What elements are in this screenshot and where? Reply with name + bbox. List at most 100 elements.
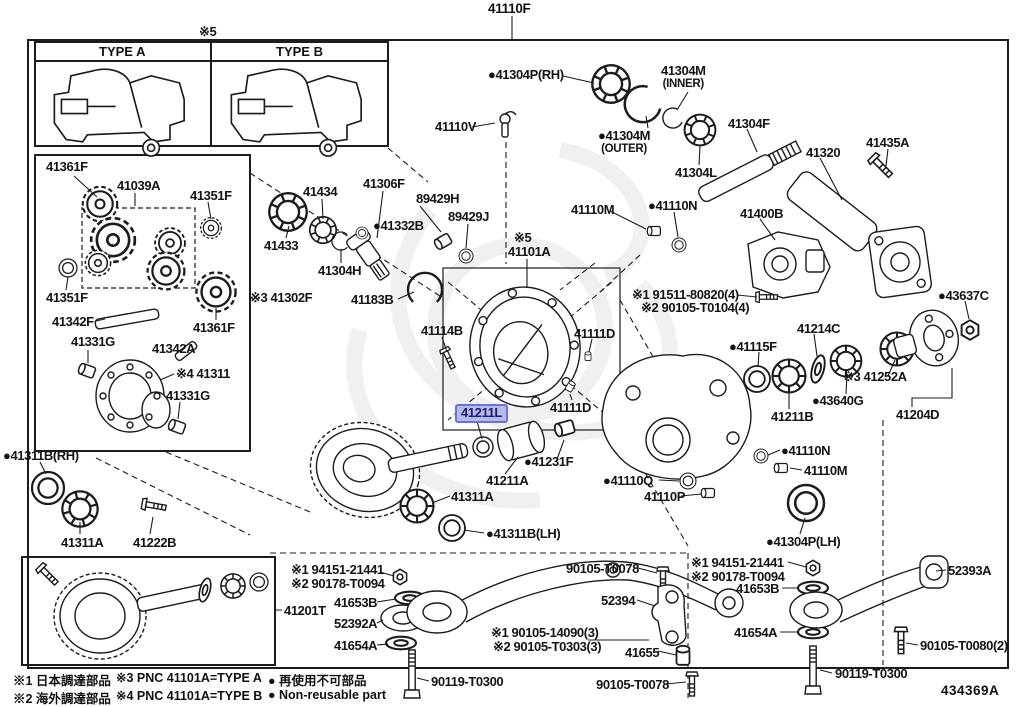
flange-stack (743, 309, 980, 394)
part-label: ※3 41252A (843, 369, 907, 384)
part-label: 89429H (416, 191, 460, 206)
gear-group-dashed-box (81, 207, 196, 289)
part-label: 90119-T0300 (835, 666, 908, 681)
lower-arm-center (380, 560, 744, 699)
part-label: 41351F (46, 290, 88, 305)
part-label: ※3 41302F (250, 290, 313, 305)
part-label: 41654A (334, 638, 378, 653)
part-label: 41654A (734, 625, 778, 640)
drive-shaft (698, 140, 802, 203)
gearset-box (21, 556, 276, 666)
type-b-housing-drawing (230, 68, 362, 157)
part-label: 41361F (46, 159, 88, 174)
part-label: ※5 (199, 24, 217, 39)
part-label: ※4 41311 (176, 366, 230, 381)
part-label: ●41304P(RH) (488, 67, 564, 82)
legend-note-2: ※2 海外調達部品 (13, 692, 111, 706)
part-label: 41111D (574, 326, 615, 341)
type-b-header: TYPE B (276, 44, 323, 59)
part-label: 41434 (303, 184, 338, 199)
part-label: 41361F (193, 320, 235, 335)
ring-gear-set (34, 561, 269, 660)
part-label: 41433 (264, 238, 299, 253)
part-label: 90105-T0078 (566, 561, 639, 576)
part-label: ●41311B(RH) (3, 448, 79, 463)
actuator (747, 231, 831, 299)
part-label: 41183B (351, 292, 394, 307)
part-label: 41320 (806, 145, 841, 160)
page-title: 41110F (488, 1, 531, 16)
type-a-housing-drawing (53, 68, 185, 157)
part-label: 41311A (61, 535, 104, 550)
part-label: 41110V (435, 119, 476, 134)
legend-nonreusable-en: ● Non-reusable part (268, 688, 386, 702)
part-label: ●41332B (373, 218, 424, 233)
part-label: ●43637C (938, 288, 989, 303)
part-label: 41342F (52, 314, 94, 329)
type-a-header: TYPE A (99, 44, 146, 59)
part-label: 41304M(INNER) (661, 63, 706, 90)
part-label: ※2 90178-T0094 (291, 576, 385, 591)
part-label: ●41110N (648, 198, 698, 213)
dashed-lines (95, 142, 884, 698)
frame-boxes (21, 39, 1009, 669)
left-parts-box (34, 154, 251, 452)
part-label: ※1 91511-80820(4) (632, 287, 739, 302)
part-label: 41304H (318, 263, 362, 278)
part-label: 41435A (866, 135, 910, 150)
part-label: 52394 (601, 593, 636, 608)
part-label: ※1 90105-14090(3) (491, 625, 599, 640)
pinion-parts (262, 186, 474, 304)
main-ring-gear (309, 418, 577, 542)
part-label: 52393A (948, 563, 992, 578)
part-label: 89429J (448, 209, 489, 224)
differential-gear-parts (58, 185, 237, 436)
part-label: 41653B (736, 581, 780, 596)
output-shaft-parts (585, 58, 932, 304)
part-label: 90119-T0300 (431, 674, 504, 689)
part-label: 52392A (334, 616, 378, 631)
part-label: 41110M (571, 202, 615, 217)
part-label: ※1 94151-21441 (291, 562, 384, 577)
part-label: 41201T (284, 603, 326, 618)
main-box (27, 39, 1009, 669)
part-label: 41331G (166, 388, 210, 403)
part-label: ●41231F (524, 454, 574, 469)
part-label: ※1 94151-21441 (691, 555, 784, 570)
part-label: ●41110N (781, 443, 831, 458)
part-label: 41304L (675, 165, 717, 180)
part-label: 41304F (728, 116, 770, 131)
breather-plug (499, 111, 517, 138)
part-label: 90105-T0078 (596, 677, 669, 692)
part-label: 41655 (625, 645, 660, 660)
part-label: 41111D (550, 400, 591, 415)
part-label: ※2 90105-T0104(4) (641, 300, 750, 315)
part-label: 41204D (896, 407, 940, 422)
legend-note-1: ※1 日本調達部品 (13, 674, 111, 688)
part-label: 41214C (797, 321, 841, 336)
part-label: 41114B (421, 323, 463, 338)
part-label: 41653B (334, 595, 378, 610)
part-label: ●41115F (729, 339, 777, 354)
legend-nonreusable-jp: ● 再使用不可部品 (268, 674, 367, 688)
doc-number: 434369A (941, 683, 1000, 698)
front-diff-housing (601, 353, 752, 480)
part-label: 41211A (486, 473, 529, 488)
differential-carrier (469, 286, 581, 408)
lower-arm-right (789, 555, 949, 695)
part-label: ●43640G (812, 393, 864, 408)
part-label: ●41304M(OUTER) (598, 128, 651, 155)
part-label: ●41304P(LH) (766, 534, 841, 549)
extension-tube (786, 171, 932, 299)
leader-lines (39, 16, 970, 685)
part-label: 41351F (190, 188, 232, 203)
part-label: 41400B (740, 206, 784, 221)
differential-case (95, 359, 171, 433)
part-label: 41306F (363, 176, 405, 191)
legend-note-4: ※4 PNC 41101A=TYPE B (116, 689, 263, 703)
part-label: 41039A (117, 178, 161, 193)
legend-note-3: ※3 PNC 41101A=TYPE A (116, 671, 262, 685)
part-label: ●41311B(LH) (486, 526, 561, 541)
part-label: 41342A (152, 341, 196, 356)
